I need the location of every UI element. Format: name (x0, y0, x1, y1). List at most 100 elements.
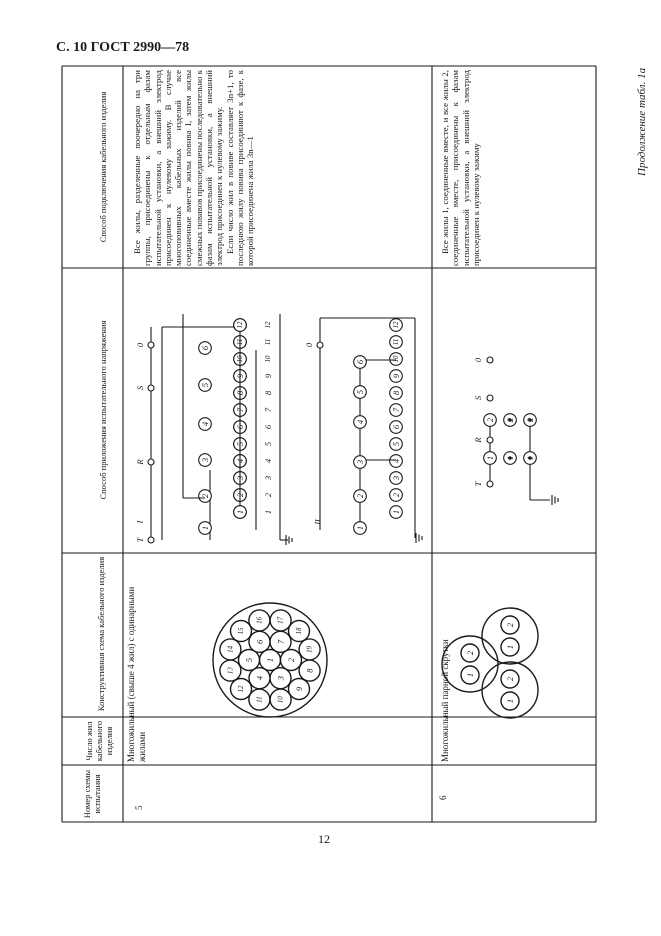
core-node-label-1: 1 (391, 510, 401, 514)
core-node-1 (483, 451, 497, 465)
row5-connection: Все жилы, разделенные поочередно на три … (132, 70, 320, 266)
core-node-label-3: 3 (391, 476, 401, 481)
core-node-2 (500, 669, 520, 689)
core-node-label-10: 10 (392, 355, 400, 363)
core-node-label-3: 3 (355, 460, 365, 465)
core-node-label-19: 19 (306, 645, 314, 653)
core-node-label-1: 1 (505, 699, 515, 703)
core-node-10 (389, 352, 403, 366)
core-node-label-2: 2 (263, 492, 273, 497)
row6-connection: Все жилы 1, соединенные вместе, и все жи… (440, 70, 510, 266)
core-node-2 (460, 643, 480, 663)
core-node-label-2: 2 (200, 493, 210, 498)
core-node-1 (500, 637, 520, 657)
core-node-7 (389, 403, 403, 417)
core-node-8 (389, 386, 403, 400)
core-node-label-5: 5 (244, 658, 254, 662)
core-node-label-1: 1 (505, 645, 515, 649)
core-node-label-3: 3 (276, 676, 286, 681)
core-node-label-2: 2 (505, 622, 515, 627)
row6-connection-p1: Все жилы 1, соединенные вместе, и все жи… (440, 70, 481, 266)
core-node-label-2: 2 (355, 493, 365, 498)
phase-label-0-lower: 0 (304, 342, 314, 347)
terminal (486, 436, 494, 444)
core-node-label-12: 12 (237, 685, 245, 693)
core-node-label-12: 12 (236, 321, 244, 329)
terminal (147, 458, 155, 466)
core-node-label-10: 10 (277, 696, 285, 704)
core-node-3 (198, 453, 212, 467)
core-node-2 (198, 489, 212, 503)
phase-label-0: 0 (135, 342, 145, 347)
core-node-1 (353, 521, 367, 535)
core-node-label-9: 9 (263, 373, 273, 378)
core-node-label-3: 3 (200, 458, 210, 463)
core-node-label-4: 4 (391, 458, 401, 463)
core-node-9 (389, 369, 403, 383)
core-node-label-1: 1 (265, 658, 275, 662)
core-node-label-8: 8 (391, 390, 401, 395)
cable-outer-sheath (212, 602, 328, 718)
core-node-14 (219, 638, 242, 661)
row6-cores: Много­жиль­ный парной скрутки (440, 639, 450, 762)
core-node-label-2: 2 (465, 650, 475, 655)
core-node-18 (287, 619, 311, 643)
core-node-12 (229, 677, 253, 701)
core-node-label-4: 4 (355, 419, 365, 424)
core-node-1 (198, 521, 212, 535)
core-node-label-1: 1 (485, 456, 495, 460)
phase-label-6-R: R (473, 437, 483, 444)
row5-number: 5 (134, 805, 144, 811)
terminal (486, 356, 494, 364)
core-node-label-4: 4 (255, 675, 265, 680)
core-node-label-8: 8 (305, 668, 315, 673)
core-node-label-13: 13 (226, 667, 234, 675)
terminal (147, 341, 155, 349)
core-node-label-6: 6 (263, 424, 273, 429)
test-voltage-diagram-5: TRS0III123456112233445566778899101011111… (135, 314, 423, 545)
core-node-15 (229, 619, 253, 643)
core-node-label-11: 11 (255, 696, 263, 702)
column-header-scheme-number: Номер схемы испытания (82, 769, 102, 819)
core-node-label-4: 4 (200, 421, 210, 426)
layer-mark-II: II (314, 519, 323, 526)
core-node-label-9: 9 (294, 686, 304, 691)
phase-label-S: S (135, 385, 145, 390)
core-node-9 (287, 677, 311, 701)
terminal (147, 384, 155, 392)
terminal (486, 480, 494, 488)
core-node-label-11: 11 (392, 339, 400, 345)
row5-connection-p2: Если число жил в повиве составляет 3n+1,… (224, 70, 256, 266)
core-node-label-6: 6 (355, 359, 365, 364)
terminal (316, 341, 324, 349)
core-node-label-12: 12 (392, 321, 400, 329)
junction-dot (528, 456, 532, 460)
page-number: 12 (318, 832, 330, 846)
core-node-label-1: 1 (235, 510, 245, 514)
ground-icon (551, 495, 559, 505)
core-node-label-2: 2 (505, 676, 515, 681)
core-node-3 (389, 471, 403, 485)
column-header-voltage-application: Способ приложения испытательного напряже… (98, 320, 108, 500)
core-node-5 (237, 648, 261, 672)
core-node-label-7: 7 (391, 407, 401, 412)
core-node-5 (198, 378, 212, 392)
core-node-2 (279, 648, 303, 672)
column-header-connection-method: Способ подключения кабельного изделия (98, 91, 108, 243)
core-node-label-12: 12 (264, 321, 272, 329)
core-node-label-3: 3 (263, 476, 273, 481)
phase-label-R: R (135, 459, 145, 466)
core-node-label-15: 15 (237, 627, 245, 635)
ground-icon (285, 535, 293, 545)
junction-dot (508, 456, 512, 460)
core-node-label-4: 4 (263, 458, 273, 463)
core-node-6 (389, 420, 403, 434)
ground-icon (415, 533, 423, 543)
core-node-label-5: 5 (200, 383, 210, 387)
core-node-2 (500, 615, 520, 635)
table-grid (61, 65, 597, 823)
core-node-label-2: 2 (286, 657, 296, 662)
core-node-label-6: 6 (255, 639, 265, 644)
